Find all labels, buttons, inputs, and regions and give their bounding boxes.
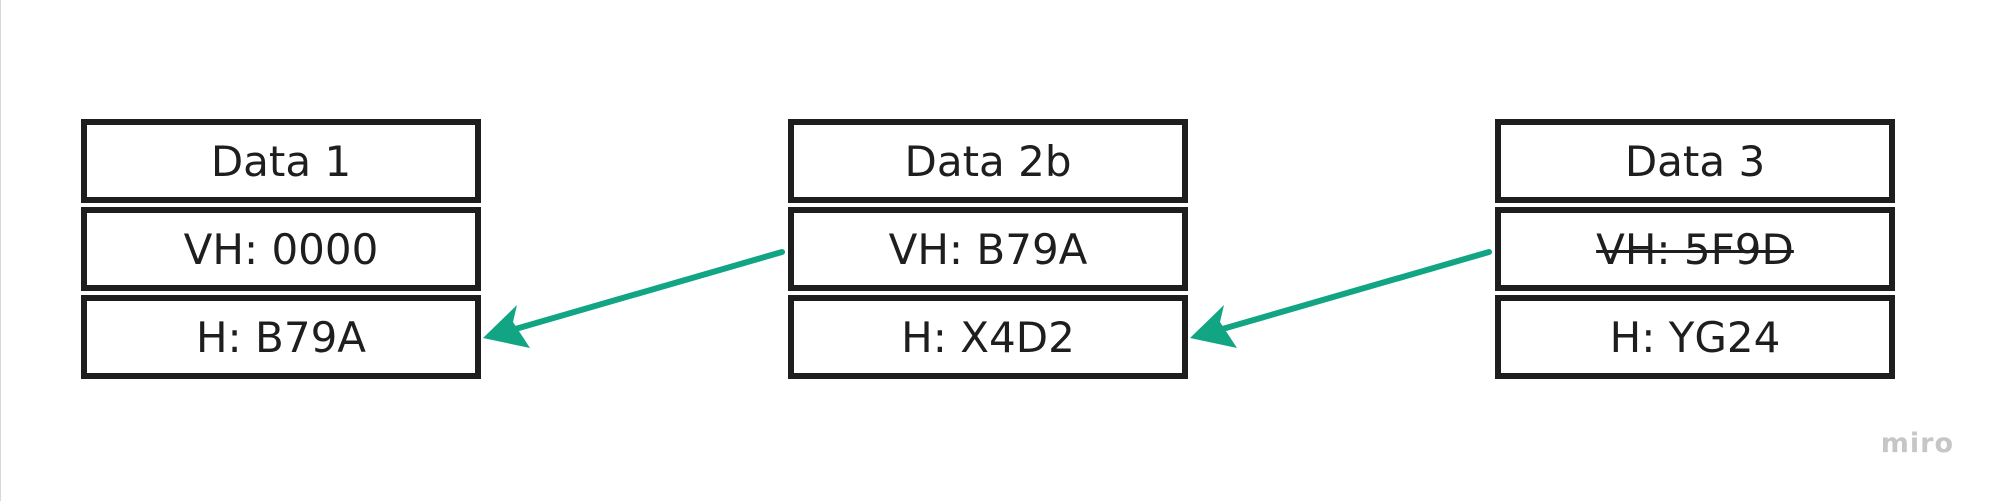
canvas-edge [0,0,1,501]
vh-value-struck: VH: 5F9D [1596,224,1794,274]
vh-value: VH: B79A [888,224,1088,274]
h-value: H: X4D2 [901,312,1075,362]
h-cell[interactable]: H: X4D2 [788,295,1188,379]
vh-cell[interactable]: VH: B79A [788,207,1188,291]
data-block-1[interactable]: Data 1 VH: 0000 H: B79A [81,119,481,379]
data-block-2b[interactable]: Data 2b VH: B79A H: X4D2 [788,119,1188,379]
arrow-head-icon [483,305,530,348]
h-cell[interactable]: H: YG24 [1495,295,1895,379]
block-title-cell[interactable]: Data 1 [81,119,481,203]
vh-value: VH: 0000 [183,224,379,274]
arrow-data2b-to-data1[interactable] [483,249,785,348]
arrow-head-icon [1190,305,1237,348]
block-title: Data 3 [1624,136,1766,186]
vh-cell[interactable]: VH: 5F9D [1495,207,1895,291]
h-cell[interactable]: H: B79A [81,295,481,379]
h-value: H: B79A [195,312,367,362]
vh-cell[interactable]: VH: 0000 [81,207,481,291]
arrow-shaft [509,249,785,333]
arrow-shaft [1216,249,1492,333]
miro-watermark: miro [1880,428,1954,459]
block-title: Data 2b [904,136,1072,186]
data-block-3[interactable]: Data 3 VH: 5F9D H: YG24 [1495,119,1895,379]
h-value: H: YG24 [1609,312,1781,362]
block-title-cell[interactable]: Data 3 [1495,119,1895,203]
arrow-data3-to-data2b[interactable] [1190,249,1492,348]
block-title: Data 1 [210,136,352,186]
block-title-cell[interactable]: Data 2b [788,119,1188,203]
